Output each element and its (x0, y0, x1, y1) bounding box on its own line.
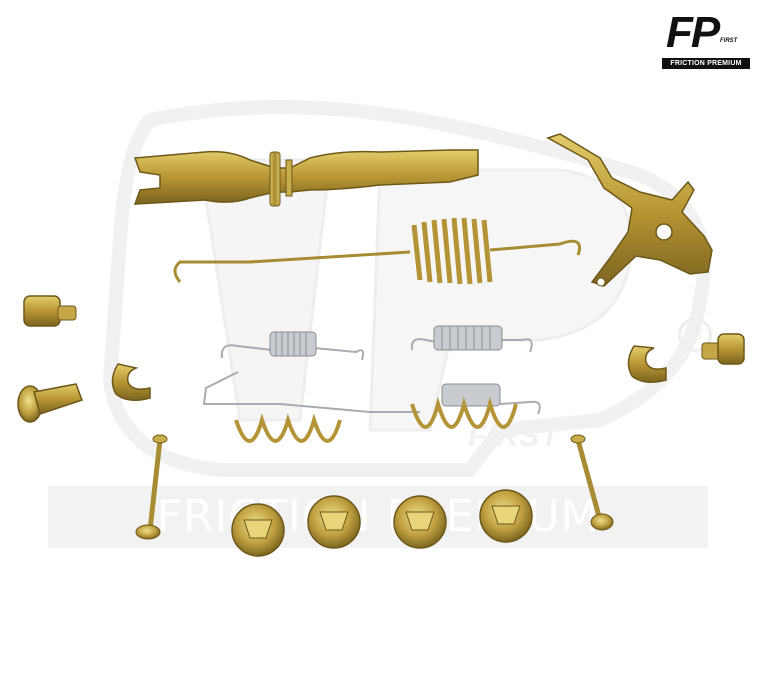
brand-logo: FP FIRST FRICTION PREMIUM (660, 9, 752, 71)
adjuster-screw (133, 149, 479, 207)
cup-washer-4 (479, 489, 533, 543)
c-clip-left (111, 363, 151, 401)
hold-down-pin-right (570, 434, 614, 531)
hold-down-pin-left (135, 434, 168, 540)
logo-subtitle: FRICTION PREMIUM (662, 58, 750, 69)
registered-mark: ® (678, 318, 712, 352)
logo-first-text: FIRST (720, 38, 738, 44)
adjuster-cable (202, 371, 541, 415)
cup-washer-1 (231, 503, 285, 557)
small-silver-spring-right (410, 325, 533, 353)
adjuster-lever (546, 133, 713, 287)
small-silver-spring-left (220, 331, 365, 361)
c-clip-right (627, 345, 667, 383)
cup-washer-2 (307, 495, 361, 549)
pivot-pin-left-upper (23, 295, 77, 327)
pivot-pin-right (701, 333, 745, 365)
hold-down-spring-right (410, 396, 518, 429)
logo-mark: FP (666, 8, 720, 57)
hold-down-spring-left (234, 413, 342, 443)
long-return-spring (173, 217, 581, 285)
cup-washer-3 (393, 495, 447, 549)
pivot-pin-left-lower (17, 383, 83, 423)
